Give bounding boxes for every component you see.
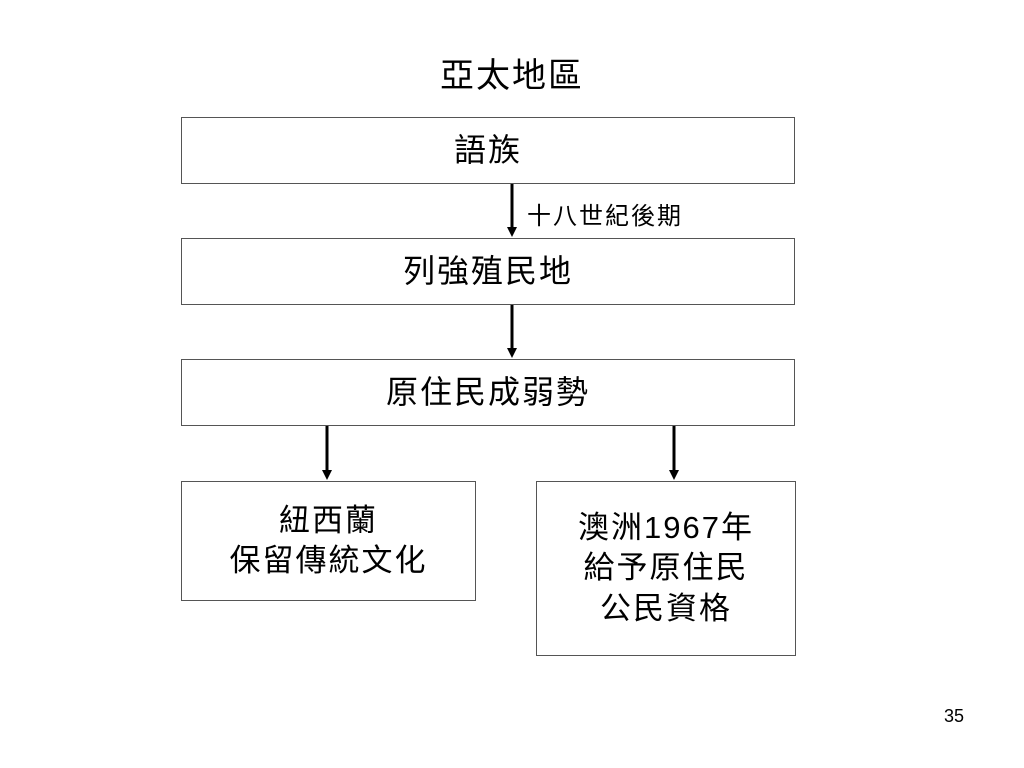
node-indigenous-weakened-label: 原住民成弱勢 <box>385 372 590 411</box>
node-australia-line3: 公民資格 <box>600 590 732 627</box>
node-language-family: 語族 <box>181 117 795 184</box>
node-australia-line1: 澳洲1967年 <box>578 508 754 548</box>
node-australia-line1-prefix: 澳洲 <box>578 510 645 547</box>
slide-title: 亞太地區 <box>440 56 584 96</box>
page-number: 35 <box>943 706 964 726</box>
node-australia-line2: 給予原住民 <box>583 550 749 587</box>
node-australia-line1-suffix: 年 <box>720 510 754 547</box>
node-colonial-territory-label: 列強殖民地 <box>402 251 573 290</box>
node-new-zealand-line1: 紐西蘭 <box>279 502 378 539</box>
node-colonial-territory: 列強殖民地 <box>181 238 795 305</box>
node-language-family-label: 語族 <box>453 130 522 169</box>
node-indigenous-weakened: 原住民成弱勢 <box>181 359 795 426</box>
node-new-zealand-line2: 保留傳統文化 <box>229 543 428 579</box>
node-australia-year: 1967 <box>644 510 721 546</box>
node-australia: 澳洲1967年 給予原住民 公民資格 <box>536 481 796 656</box>
edge-label-late-18th-century: 十八世紀後期 <box>527 202 683 230</box>
node-new-zealand: 紐西蘭 保留傳統文化 <box>181 481 476 601</box>
